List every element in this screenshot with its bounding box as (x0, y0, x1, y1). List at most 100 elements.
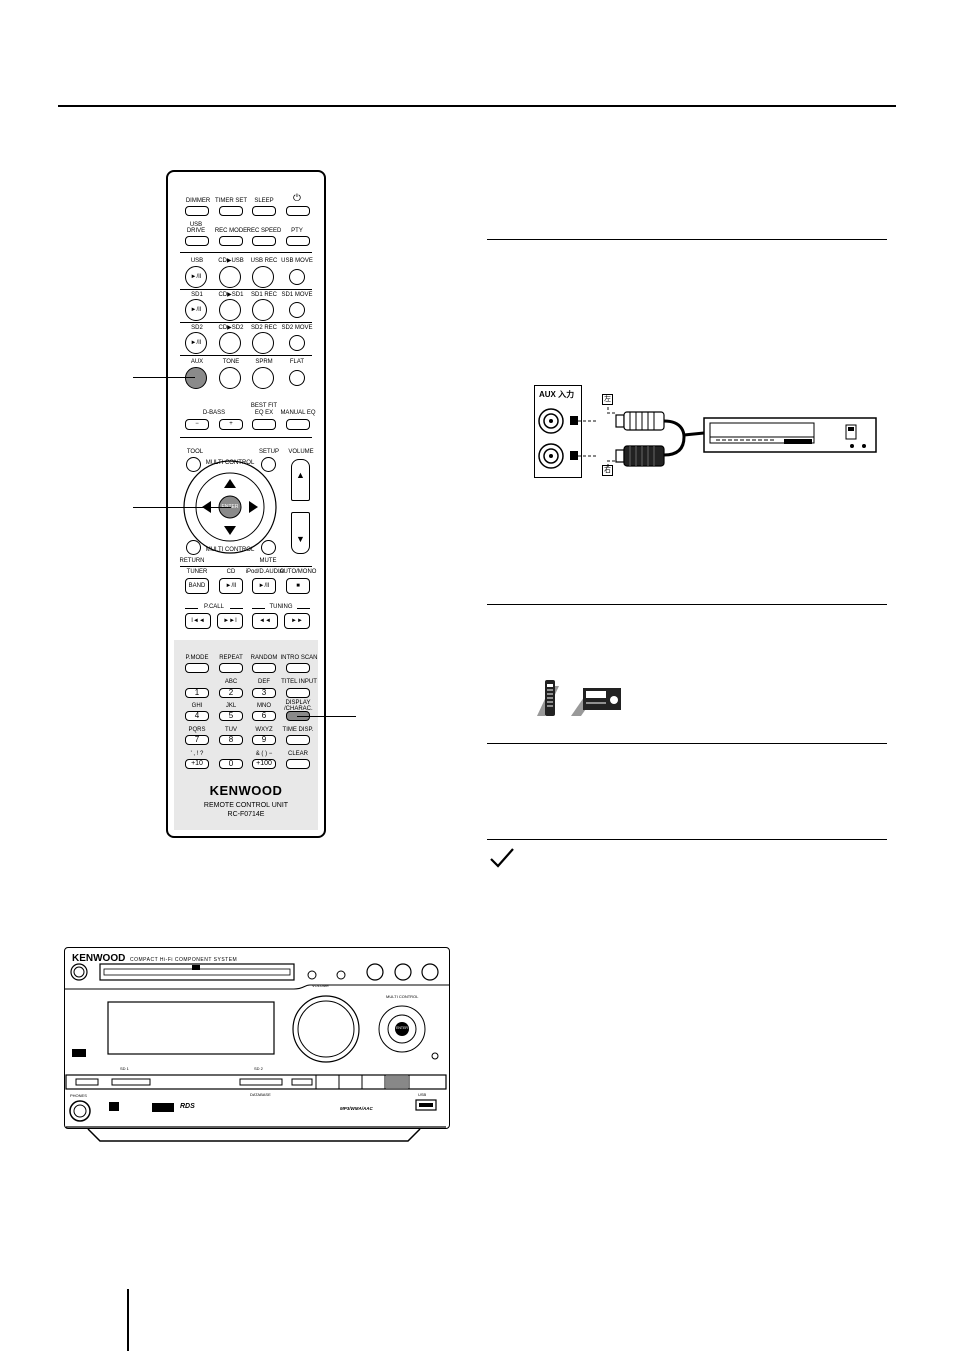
key-0-button[interactable]: 0 (219, 759, 243, 769)
volume-down-button[interactable]: ▼ (291, 512, 310, 554)
auto-mono-label: AUTO/MONO (279, 569, 317, 575)
key-9-button[interactable]: 9 (252, 735, 276, 745)
dbass-minus-button[interactable]: − (185, 419, 209, 430)
page-margin-bar (127, 1289, 129, 1351)
usb-rec-button[interactable] (252, 266, 274, 288)
cd-to-usb-button[interactable] (219, 266, 241, 288)
random-button[interactable] (252, 663, 276, 673)
sd2-move-button[interactable] (289, 335, 305, 351)
rew-button[interactable]: ◄◄ (252, 613, 278, 629)
aux-input-label: AUX 入力 (539, 390, 575, 399)
key-6-letters: MNO (257, 703, 271, 709)
pmode-label: P.MODE (185, 655, 209, 661)
main-unit-subtitle: COMPACT Hi-Fi COMPONENT SYSTEM (130, 957, 238, 963)
main-sd2-label: SD 2 (254, 1066, 263, 1071)
best-fit-button[interactable] (252, 419, 276, 430)
key-3-button[interactable]: 3 (252, 688, 276, 698)
key-plus100-button[interactable]: +100 (252, 759, 276, 769)
dbass-plus-button[interactable]: + (219, 419, 243, 430)
pty-button[interactable] (286, 236, 310, 246)
usb-move-button[interactable] (289, 269, 305, 285)
dimmer-label: DIMMER (185, 198, 211, 204)
key-plus10-button[interactable]: +10 (185, 759, 209, 769)
remote-divider-1 (180, 252, 312, 253)
cd-play-button[interactable]: ►/II (219, 578, 243, 594)
band-button[interactable]: BAND (185, 578, 209, 594)
return-label: RETURN (179, 558, 205, 564)
sd2-play-button[interactable]: ►/II (185, 332, 207, 354)
sd1-rec-button[interactable] (252, 299, 274, 321)
intro-scan-button[interactable] (286, 663, 310, 673)
dimmer-button[interactable] (185, 206, 209, 216)
cd-usb-label: CD▶USB (218, 258, 244, 264)
sd2-rec-button[interactable] (252, 332, 274, 354)
rec-speed-button[interactable] (252, 236, 276, 246)
rec-mode-label: REC MODE (214, 228, 248, 234)
timer-set-button[interactable] (219, 206, 243, 216)
key-7-letters: PQRS (188, 727, 206, 733)
pcall-label: P.CALL (198, 604, 230, 611)
main-formats-label: MP3/WMA/AAC (340, 1106, 373, 1111)
sleep-label: SLEEP (254, 198, 274, 204)
multi-control-bottom-label: MULTI CONTROL (205, 547, 255, 553)
main-enter-button[interactable]: ENTER (396, 1026, 408, 1030)
tone-button[interactable] (219, 367, 241, 389)
remote-divider-6 (180, 566, 312, 567)
prev-button[interactable]: I◄◄ (185, 613, 211, 629)
ipod-play-button[interactable]: ►/II (252, 578, 276, 594)
section-rule-2 (487, 604, 887, 605)
key-1-button[interactable]: 1 (185, 688, 209, 698)
flat-button[interactable] (289, 370, 305, 386)
cd-to-sd2-button[interactable] (219, 332, 241, 354)
sprm-button[interactable] (252, 367, 274, 389)
usb-drive-button[interactable] (185, 236, 209, 246)
clear-label: CLEAR (287, 751, 308, 757)
main-volume-label: VOLUME (312, 983, 329, 988)
repeat-button[interactable] (219, 663, 243, 673)
pmode-button[interactable] (185, 663, 209, 673)
rec-mode-button[interactable] (219, 236, 243, 246)
sd2-rec-label: SD2 REC (250, 325, 277, 331)
manual-eq-button[interactable] (286, 419, 310, 430)
aux-button[interactable] (185, 367, 207, 389)
ffw-button[interactable]: ►► (284, 613, 310, 629)
volume-up-button[interactable]: ▲ (291, 459, 310, 501)
mute-button[interactable] (261, 540, 276, 555)
key-5-button[interactable]: 5 (219, 711, 243, 721)
sd1-rec-label: SD1 REC (250, 292, 277, 298)
sd1-play-button[interactable]: ►/II (185, 299, 207, 321)
next-button[interactable]: ►►I (217, 613, 243, 629)
remote-unit-line1: REMOTE CONTROL UNIT (203, 802, 289, 809)
key-8-button[interactable]: 8 (219, 735, 243, 745)
time-disp-button[interactable] (286, 735, 310, 745)
sleep-button[interactable] (252, 206, 276, 216)
random-label: RANDOM (250, 655, 278, 661)
titel-input-button[interactable] (286, 688, 310, 698)
key-6-button[interactable]: 6 (252, 711, 276, 721)
section-rule-4 (487, 839, 887, 840)
check-icon (490, 848, 514, 868)
cd-to-sd1-button[interactable] (219, 299, 241, 321)
key-4-button[interactable]: 4 (185, 711, 209, 721)
remote-brand-logo: KENWOOD (209, 783, 283, 798)
key-3-letters: DEF (258, 679, 270, 685)
usb-rec-label: USB REC (250, 258, 278, 264)
main-unit-drawing (64, 963, 450, 1142)
mute-label: MUTE (259, 558, 277, 564)
key-2-button[interactable]: 2 (219, 688, 243, 698)
main-rds-label: RDS (180, 1103, 195, 1110)
return-button[interactable] (186, 540, 201, 555)
sd1-move-button[interactable] (289, 302, 305, 318)
aux-label: AUX (190, 359, 204, 365)
power-button[interactable] (286, 206, 310, 216)
stop-button[interactable]: ■ (286, 578, 310, 594)
clear-button[interactable] (286, 759, 310, 769)
setup-button[interactable] (261, 457, 276, 472)
volume-label: VOLUME (288, 449, 314, 455)
tool-button[interactable] (186, 457, 201, 472)
key-7-button[interactable]: 7 (185, 735, 209, 745)
cd-label: CD (226, 569, 236, 575)
flat-label: FLAT (289, 359, 305, 365)
usb-play-button[interactable]: ►/II (185, 266, 207, 288)
cd-sd2-label: CD▶SD2 (218, 325, 244, 331)
